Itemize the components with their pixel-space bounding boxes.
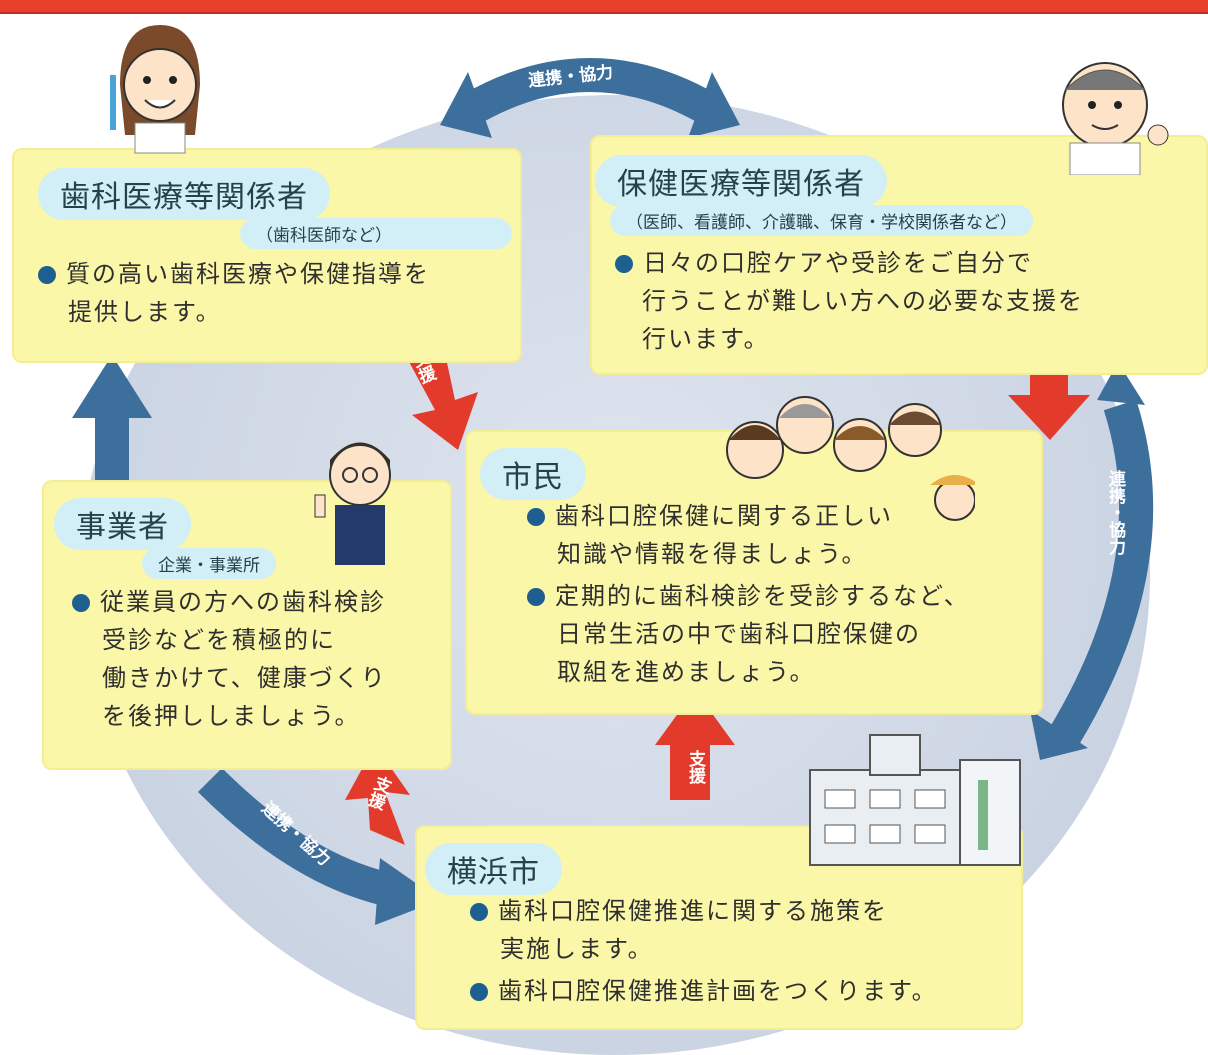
dental-bullet-text: 質の高い歯科医療や保健指導を [66,260,430,288]
health-subtitle: （医師、看護師、介護職、保育・学校関係者など） [610,205,1033,236]
right-collab-arrow [1030,362,1154,760]
business-bullet-text: 従業員の方への歯科検診 [100,588,386,616]
card-dental: 歯科医療等関係者 （歯科医師など） 質の高い歯科医療や保健指導を 提供します。 [12,148,522,363]
top-red-border [0,0,1208,14]
city-b2-text: 歯科口腔保健推進計画をつくります。 [498,977,938,1005]
citizen-title: 市民 [480,448,586,500]
city-hall-illustration [809,734,1021,866]
dental-title: 歯科医療等関係者 [38,168,330,220]
business-bullet: 従業員の方への歯科検診 [72,584,386,620]
health-bullet: 日々の口腔ケアや受診をご自分で [615,245,1033,281]
support-arrow-city [655,690,735,800]
bullet-dot [470,903,488,921]
city-bullet-1: 歯科口腔保健推進に関する施策を [470,893,888,929]
citizen-b2-cont-2: 取組を進めましょう。 [557,658,816,686]
citizen-bullet-2: 定期的に歯科検診を受診するなど、 [527,578,970,614]
bullet-dot [38,266,56,284]
dental-bullet: 質の高い歯科医療や保健指導を [38,256,430,292]
health-bullet-text: 日々の口腔ケアや受診をご自分で [643,249,1033,277]
bullet-dot [470,983,488,1001]
left-up-arrow [72,355,152,485]
bullet-dot [527,588,545,606]
city-b1-text: 歯科口腔保健推進に関する施策を [498,897,888,925]
bottom-left-collab-arrow [197,767,440,925]
citizen-b1-cont: 知識や情報を得ましょう。 [557,540,868,568]
business-title: 事業者 [54,498,191,550]
dental-bullet-cont: 提供します。 [68,298,222,326]
citizen-b1-text: 歯科口腔保健に関する正しい [555,502,893,530]
bullet-dot [527,508,545,526]
bullet-dot [615,255,633,273]
support-arrow-business [345,745,410,845]
support-label-city: 支援 [685,750,705,784]
citizen-b2-text: 定期的に歯科検診を受診するなど、 [555,582,970,610]
health-bullet-cont-1: 行うことが難しい方への必要な支援を [642,287,1084,315]
dentist-illustration [110,25,200,154]
bullet-dot [72,594,90,612]
arrows-layer [72,58,1154,925]
business-cont-3: を後押ししましょう。 [102,702,361,730]
dental-subtitle: （歯科医師など） [240,218,512,249]
doctor-illustration [1062,62,1169,175]
business-subtitle: 企業・事業所 [142,548,276,579]
card-citizen: 市民 歯科口腔保健に関する正しい 知識や情報を得ましょう。 定期的に歯科検診を受… [465,430,1043,715]
health-bullet-cont-2: 行います。 [642,325,770,353]
city-b1-cont: 実施します。 [500,935,654,963]
card-health: 保健医療等関係者 （医師、看護師、介護職、保育・学校関係者など） 日々の口腔ケア… [590,135,1208,375]
right-collab-label: 連携・協力 [1105,470,1125,555]
citizen-bullet-1: 歯科口腔保健に関する正しい [527,498,893,534]
top-collab-arrow [440,58,740,138]
city-bullet-2: 歯科口腔保健推進計画をつくります。 [470,973,938,1009]
business-cont-2: 働きかけて、健康づくり [102,664,387,692]
business-cont-1: 受診などを積極的に [102,626,336,654]
citizen-b2-cont-1: 日常生活の中で歯科口腔保健の [557,620,921,648]
support-arrow-health [1008,335,1090,440]
citizens-illustration [726,396,975,521]
health-title: 保健医療等関係者 [595,155,887,207]
businessman-illustration [314,442,391,565]
city-title: 横浜市 [425,843,562,895]
